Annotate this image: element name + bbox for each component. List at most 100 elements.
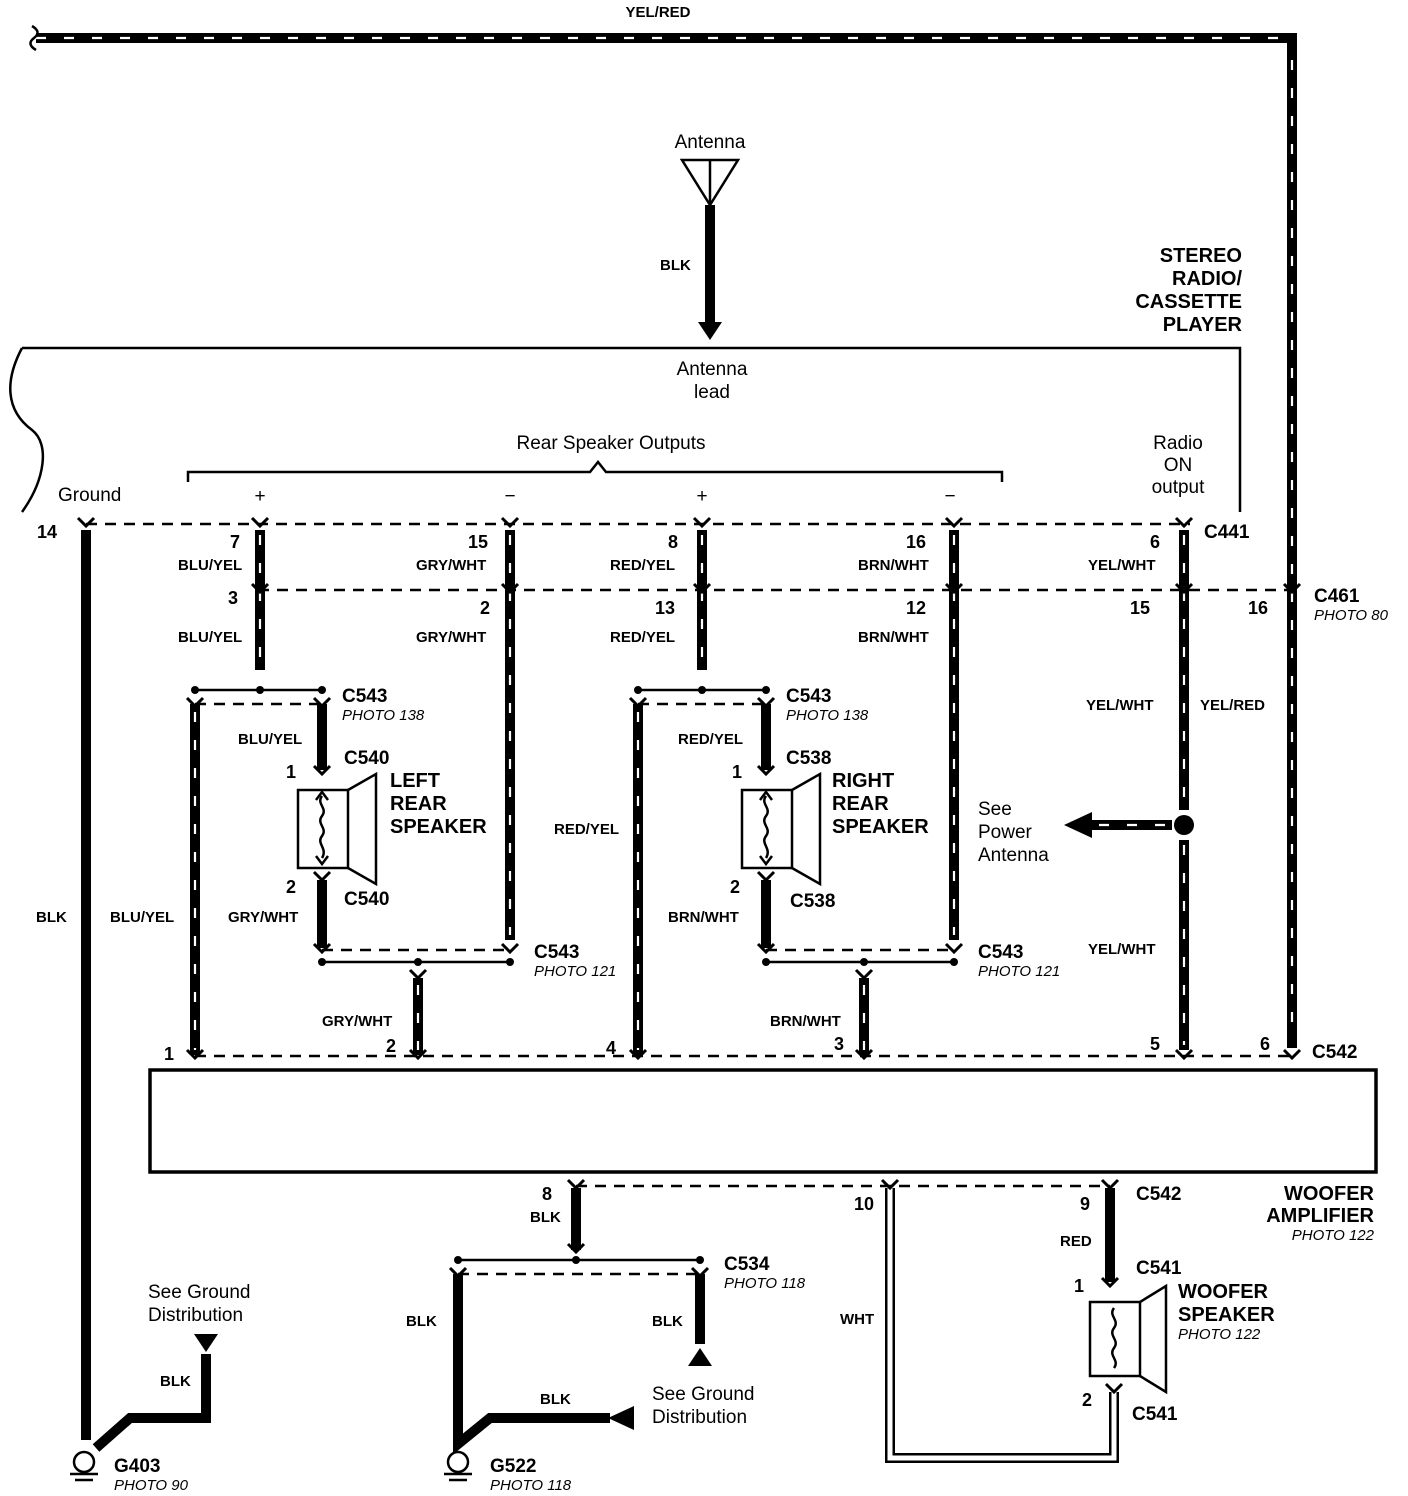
svg-text:See: See	[978, 799, 1012, 820]
wire-label-red-yel-3: RED/YEL	[678, 731, 743, 748]
woofer-speaker-title: WOOFER SPEAKER	[1178, 1281, 1275, 1326]
left-speaker-pin-1: 1	[286, 762, 296, 782]
connector-pin-mark	[566, 1242, 586, 1255]
svg-text:ON: ON	[1164, 455, 1193, 476]
wire-label-blk-amp: BLK	[530, 1209, 561, 1226]
wire-label-blk-left: BLK	[406, 1313, 437, 1330]
connector-pin-mark	[408, 1048, 428, 1061]
c543-right-bottom-photo: PHOTO 121	[978, 963, 1060, 980]
svg-text:RIGHT: RIGHT	[832, 770, 894, 792]
c543-right-top-label: C543	[786, 686, 831, 707]
svg-text:RADIO/: RADIO/	[1172, 268, 1242, 290]
connector-pin-mark	[1100, 1276, 1120, 1289]
wire-label-yel-wht-1: YEL/WHT	[1088, 557, 1156, 574]
arrow-down-icon	[194, 1334, 218, 1352]
amp-pin-6: 6	[1260, 1034, 1270, 1054]
woofer-speaker-icon	[1088, 1283, 1168, 1395]
c534-label: C534	[724, 1254, 770, 1275]
c461-pin-15: 15	[1130, 598, 1150, 618]
see-power-antenna-label: See Power Antenna	[978, 799, 1049, 866]
connector-pin-mark	[1282, 582, 1302, 595]
wire-label-red-yel-2: RED/YEL	[610, 629, 675, 646]
c441-pin-6: 6	[1150, 532, 1160, 552]
c542-top-label: C542	[1312, 1042, 1357, 1063]
amp-pin-8: 8	[542, 1184, 552, 1204]
c441-pin-15: 15	[468, 532, 488, 552]
svg-text:CASSETTE: CASSETTE	[1135, 291, 1242, 313]
antenna-lead-line2: lead	[694, 382, 730, 403]
wire-label-yel-wht-2: YEL/WHT	[1086, 697, 1154, 714]
arrow-down-icon	[698, 322, 722, 340]
svg-text:REAR: REAR	[832, 793, 889, 815]
wire-label-red-yel-side: RED/YEL	[554, 821, 619, 838]
g522-photo: PHOTO 118	[490, 1477, 572, 1494]
c461-photo: PHOTO 80	[1314, 607, 1389, 624]
c543-left-bottom-splice	[318, 948, 514, 966]
connector-pin-mark	[944, 942, 964, 955]
c541-bottom-label: C541	[1132, 1404, 1178, 1425]
left-speaker-pin-2: 2	[286, 877, 296, 897]
c543-right-top-splice	[634, 686, 770, 706]
connector-pin-mark	[756, 942, 776, 955]
wire-label-gry-wht-3: GRY/WHT	[228, 909, 298, 926]
c441-pin-14: 14	[37, 522, 57, 542]
wire-label-wht: WHT	[840, 1311, 874, 1328]
radio-on-output-label: Radio ON output	[1152, 433, 1206, 498]
antenna-label: Antenna	[675, 132, 746, 153]
connector-pin-mark	[944, 582, 964, 595]
wire-label-gry-wht-2: GRY/WHT	[416, 629, 486, 646]
wire-label-gry-wht-1: GRY/WHT	[416, 557, 486, 574]
right-speaker-pin-2: 2	[730, 877, 740, 897]
amp-pin-4: 4	[606, 1038, 616, 1058]
connector-pin-mark	[854, 968, 874, 981]
c461-pin-12: 12	[906, 598, 926, 618]
connector-pin-mark	[1104, 1382, 1124, 1395]
c534-splice	[454, 1256, 704, 1276]
c543-right-bottom-splice	[762, 948, 958, 966]
see-ground-distribution-left: See Ground Distribution	[148, 1282, 250, 1326]
wire-label-red: RED	[1060, 1233, 1092, 1250]
antenna-lead-line1: Antenna	[677, 359, 748, 380]
see-ground-distribution-mid: See Ground Distribution	[652, 1384, 754, 1428]
connector-pin-mark	[185, 696, 205, 709]
svg-text:Distribution: Distribution	[652, 1407, 747, 1428]
arrow-up-icon	[688, 1348, 712, 1366]
antenna-wire	[698, 205, 722, 340]
svg-text:See Ground: See Ground	[652, 1384, 754, 1405]
connector-pin-mark	[1100, 1178, 1120, 1191]
amp-pin-9: 9	[1080, 1194, 1090, 1214]
c543-left-top-label: C543	[342, 686, 387, 707]
amp-pin-10: 10	[854, 1194, 874, 1214]
svg-text:Radio: Radio	[1153, 433, 1203, 454]
connector-pin-mark	[76, 516, 96, 529]
wire-label-yel-wht-3: YEL/WHT	[1088, 941, 1156, 958]
connector-pin-mark	[250, 582, 270, 595]
right-speaker-icon	[740, 771, 822, 887]
c543-left-bottom-photo: PHOTO 121	[534, 963, 616, 980]
wire-wht-return	[885, 1188, 1119, 1463]
power-antenna-arrow	[1064, 812, 1172, 838]
connector-pin-mark	[185, 1048, 205, 1061]
connector-pin-mark	[628, 696, 648, 709]
svg-text:SPEAKER: SPEAKER	[1178, 1304, 1275, 1326]
wire-label-blu-yel-3: BLU/YEL	[238, 731, 302, 748]
connector-pin-mark	[500, 516, 520, 529]
c543-left-top-photo: PHOTO 138	[342, 707, 425, 724]
polarity-4: −	[944, 486, 955, 507]
yel-red-feed-wire	[29, 24, 1297, 1048]
connector-pin-mark	[500, 942, 520, 955]
connector-pin-mark	[880, 1178, 900, 1191]
g522-label: G522	[490, 1456, 536, 1477]
svg-text:SPEAKER: SPEAKER	[832, 816, 929, 838]
connector-pin-mark	[1174, 516, 1194, 529]
wire-label-blu-yel-1: BLU/YEL	[178, 557, 242, 574]
c543-right-top-photo: PHOTO 138	[786, 707, 869, 724]
amplifier-photo: PHOTO 122	[1292, 1227, 1375, 1244]
svg-text:Power: Power	[978, 822, 1033, 843]
connector-pin-mark	[756, 696, 776, 709]
c540-top-label: C540	[344, 748, 389, 769]
amp-pin-3: 3	[834, 1034, 844, 1054]
svg-text:Distribution: Distribution	[148, 1305, 243, 1326]
c538-top-label: C538	[786, 748, 831, 769]
connector-pin-mark	[628, 1048, 648, 1061]
